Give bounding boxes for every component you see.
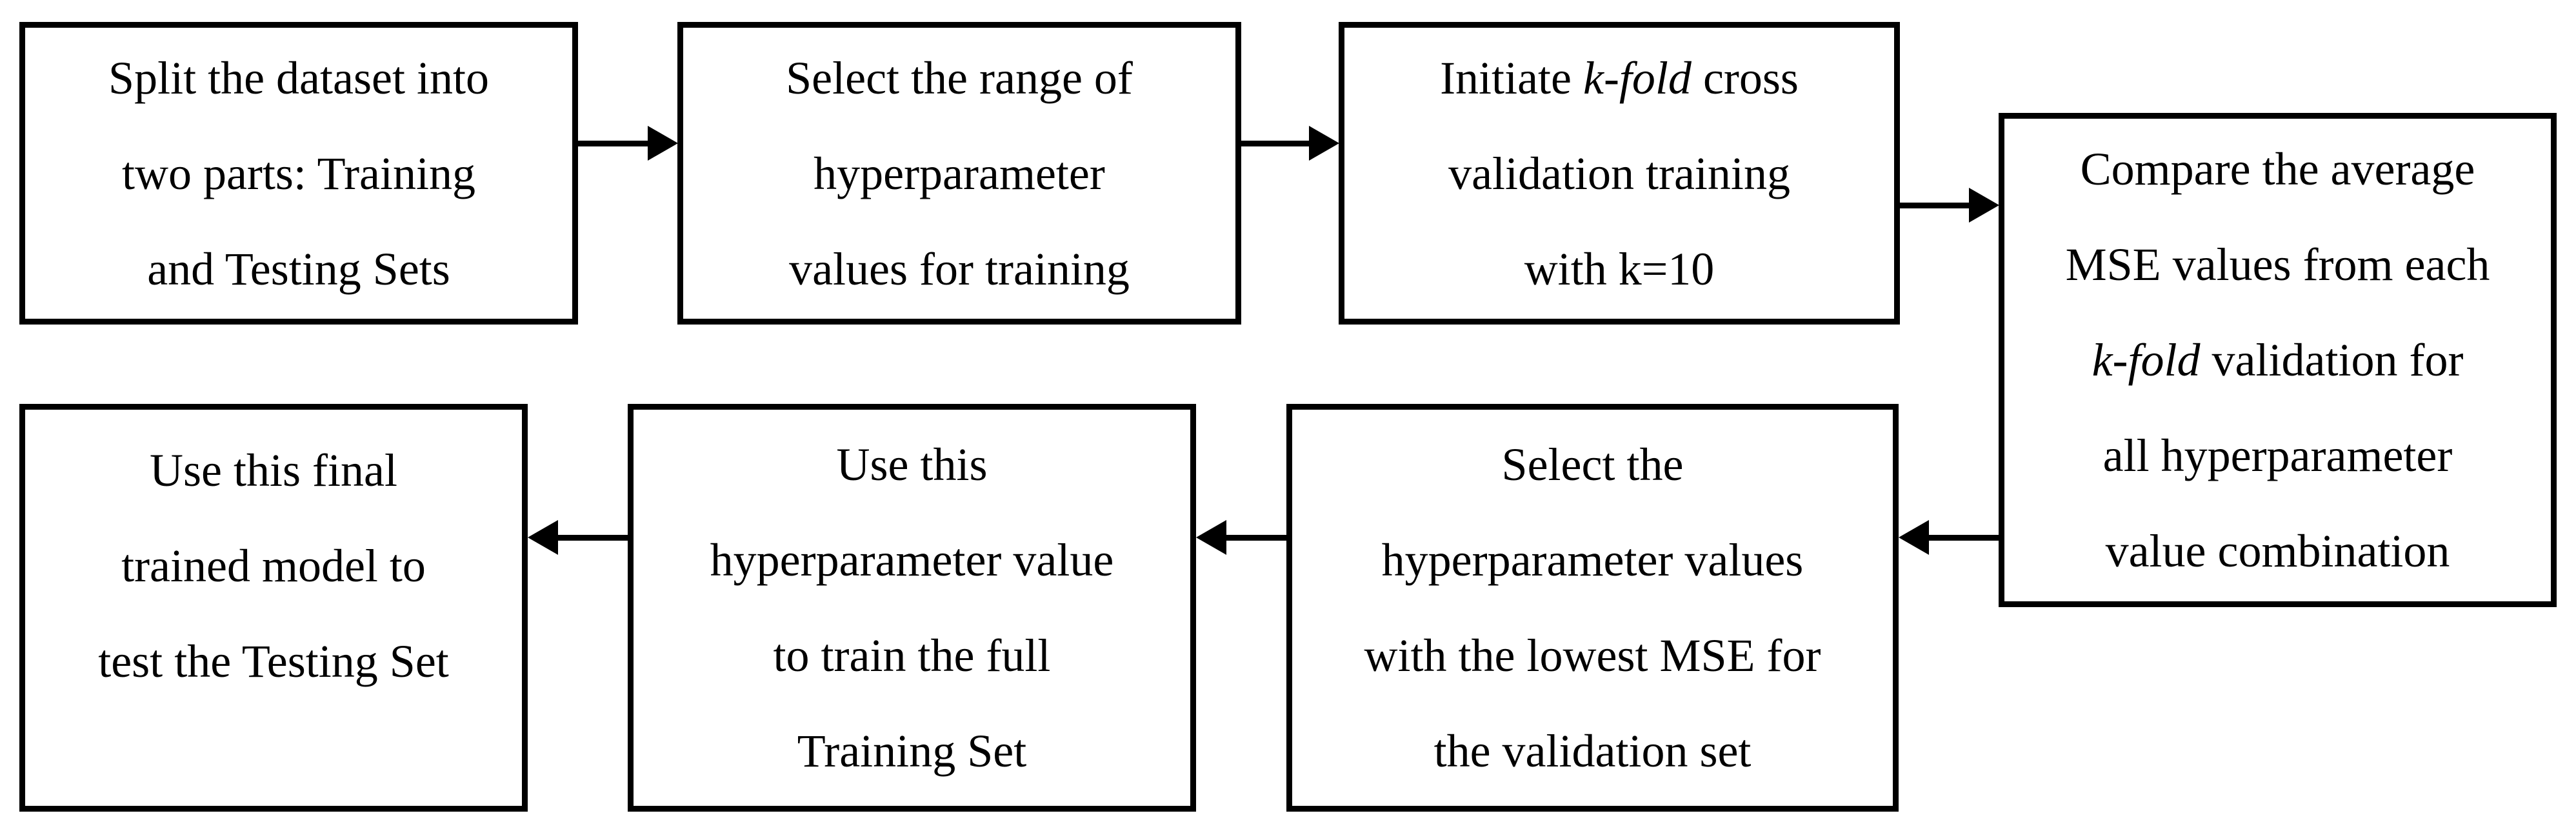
step-box-test-testing-set: Use this final trained model to test the T…	[19, 404, 528, 812]
arrowhead-left-icon	[1899, 520, 1929, 555]
arrow-shaft	[1241, 141, 1311, 146]
text-line: with k=10	[1524, 243, 1715, 295]
text-line: Use this	[836, 439, 988, 490]
text-line: Select the range of	[786, 52, 1133, 104]
text-line: and Testing Sets	[147, 243, 450, 295]
step-box-initiate-kfold: Initiate k-fold cross validation training…	[1339, 22, 1900, 325]
text-line: Use this final	[150, 445, 397, 496]
arrowhead-left-icon	[1196, 520, 1226, 555]
text-line: Compare the average	[2080, 143, 2475, 195]
text-line: Initiate k-fold cross	[1440, 52, 1799, 104]
text-line: values for training	[789, 243, 1130, 295]
text-line: all hyperparameter	[2102, 430, 2453, 481]
step-box-select-lowest-mse: Select the hyperparameter values with the …	[1286, 404, 1899, 812]
text-line: Training Set	[797, 725, 1027, 777]
arrow-shaft	[1224, 535, 1287, 541]
arrowhead-right-icon	[1309, 126, 1339, 161]
text-line: hyperparameter	[814, 147, 1105, 199]
arrowhead-right-icon	[648, 126, 678, 161]
text-line: with the lowest MSE for	[1364, 630, 1821, 681]
step-box-select-range: Select the range of hyperparameter values …	[677, 22, 1241, 325]
step-box-train-full-set: Use this hyperparameter value to train the…	[628, 404, 1196, 812]
text-line: Split the dataset into	[108, 52, 489, 104]
arrowhead-left-icon	[528, 520, 558, 555]
text-line: MSE values from each	[2065, 239, 2490, 290]
text-line: hyperparameter values	[1381, 534, 1804, 586]
text-line: two parts: Training	[121, 147, 476, 199]
text-line: value combination	[2105, 525, 2450, 577]
arrow-shaft	[1899, 203, 1971, 208]
text-line: to train the full	[773, 630, 1051, 681]
text-line: the validation set	[1433, 725, 1752, 777]
arrow-shaft	[556, 535, 628, 541]
text-line: test the Testing Set	[98, 636, 449, 687]
text-line: trained model to	[121, 540, 426, 592]
text-line: k-fold validation for	[2092, 334, 2464, 386]
step-box-split-dataset: Split the dataset into two parts: Trainin…	[19, 22, 578, 325]
text-line: validation training	[1448, 147, 1790, 199]
arrow-shaft	[577, 141, 650, 146]
text-line: hyperparameter value	[710, 534, 1114, 586]
arrowhead-right-icon	[1969, 188, 1999, 223]
arrow-shaft	[1927, 535, 1999, 541]
text-line: Select the	[1501, 439, 1684, 490]
